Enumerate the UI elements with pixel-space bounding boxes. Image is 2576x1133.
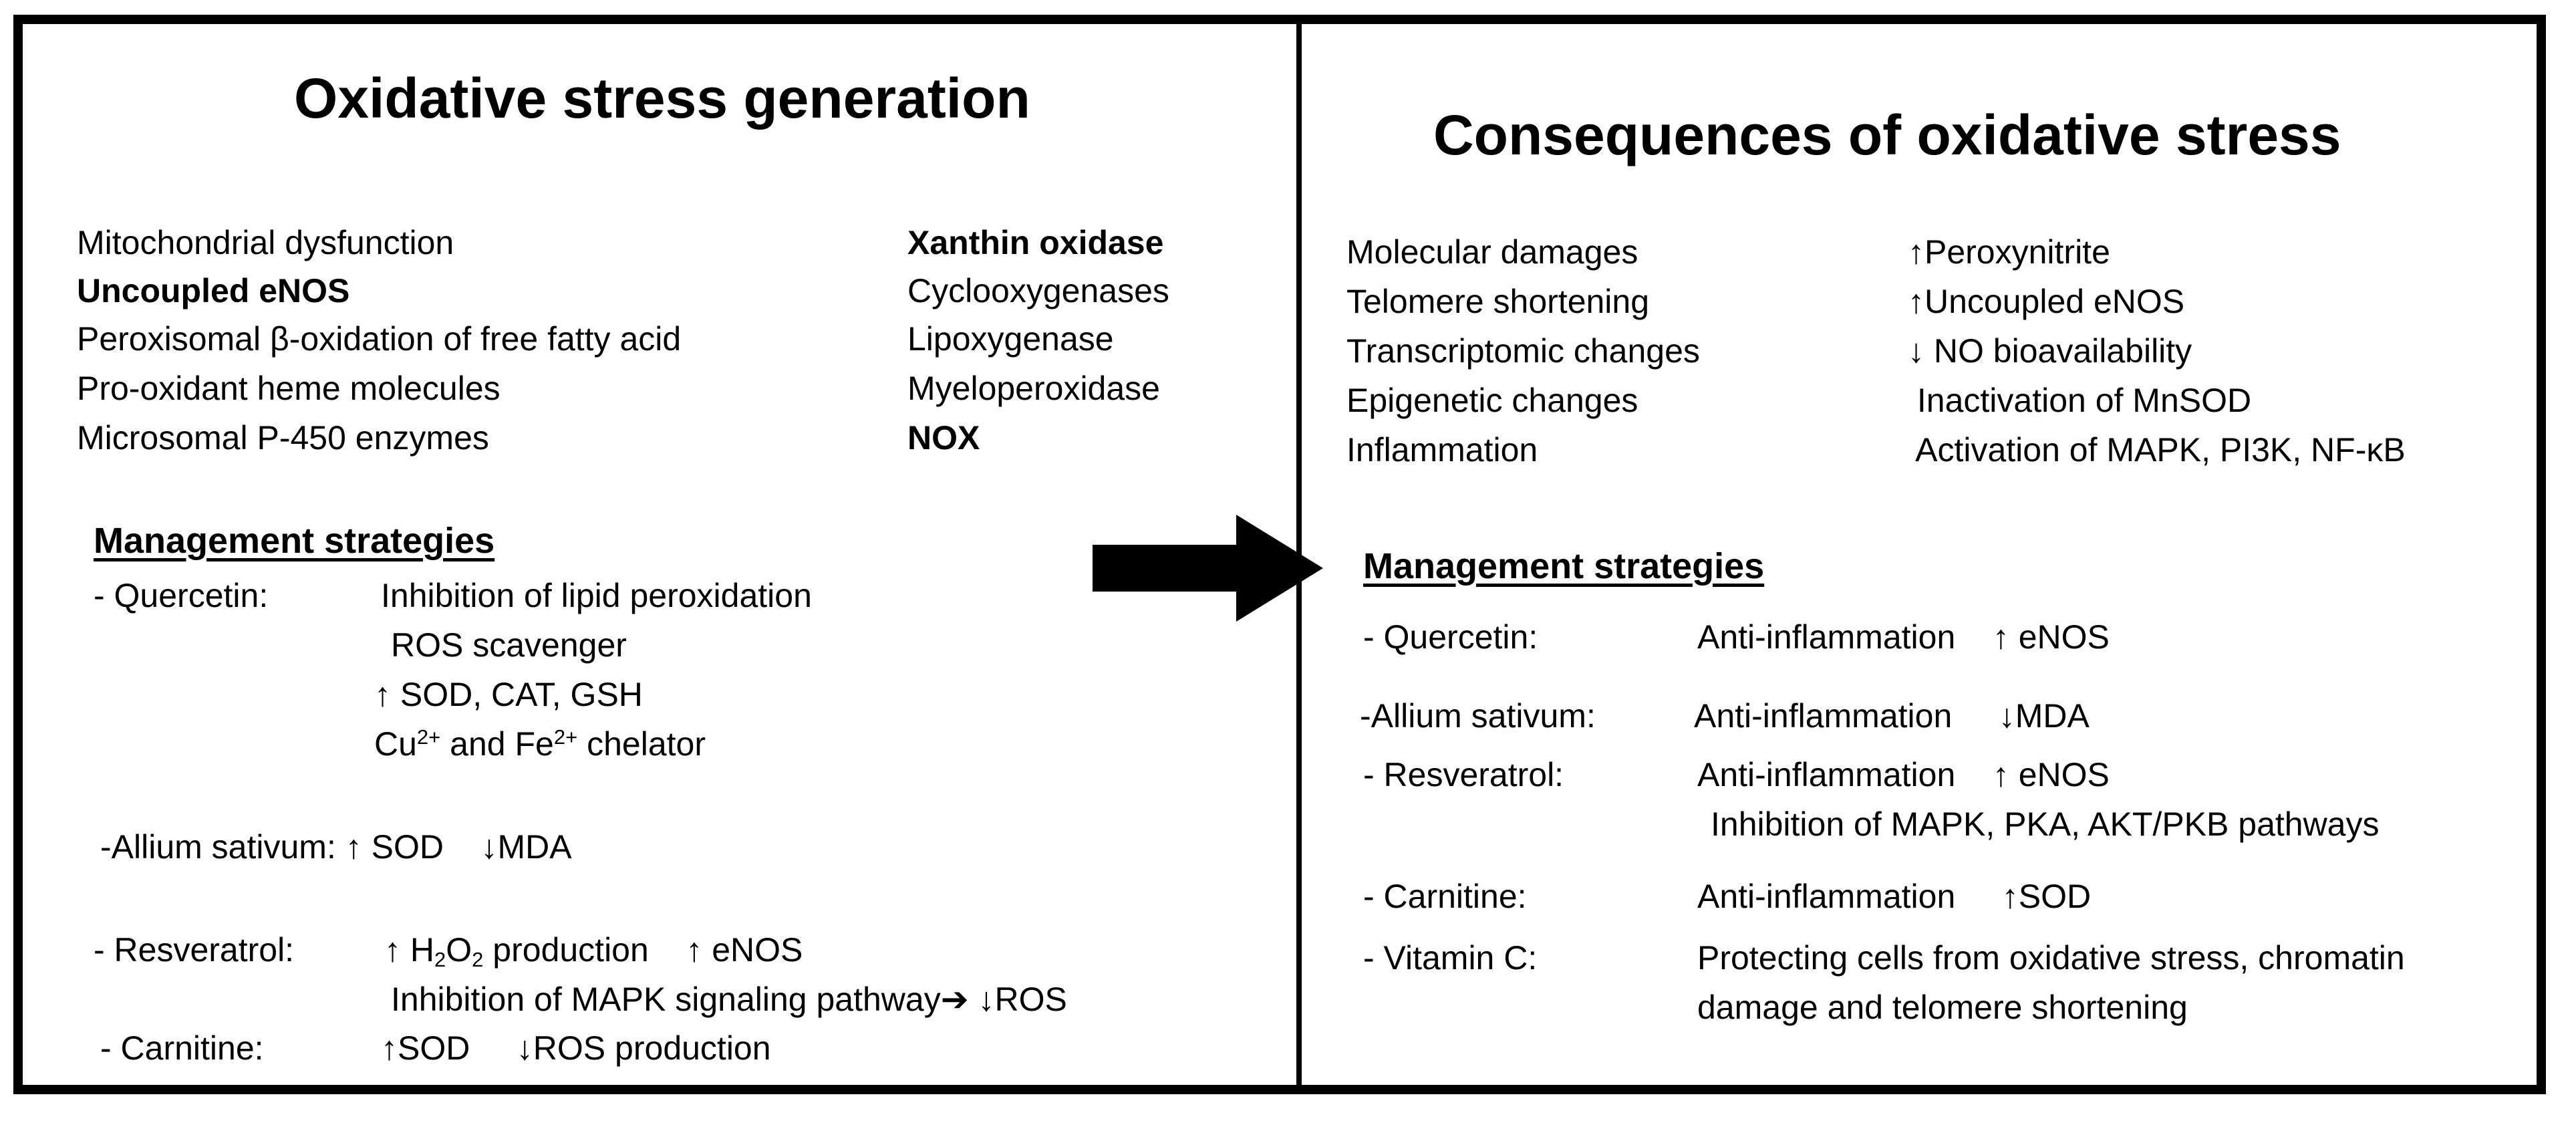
strategy-effect: Anti-inflammation ↓MDA — [1694, 697, 2090, 735]
consequence-item: ↑Uncoupled eNOS — [1908, 283, 2185, 320]
right-arrow-icon — [1093, 515, 1323, 622]
consequence-item: Molecular damages — [1346, 233, 1638, 271]
strategy-effect: ↑ H2O2 production ↑ eNOS — [384, 931, 803, 971]
source-item: Peroxisomal β-oxidation of free fatty ac… — [77, 320, 682, 358]
strategy-line: -Allium sativum: ↑ SOD ↓MDA — [100, 828, 572, 866]
strategy-name: - Quercetin: — [1363, 618, 1538, 656]
consequence-item: Activation of MAPK, PI3K, NF-κB — [1908, 431, 2406, 469]
strategy-effect: Inhibition of MAPK, PKA, AKT/PKB pathway… — [1711, 805, 2380, 843]
strategy-effect: Anti-inflammation ↑SOD — [1697, 878, 2092, 915]
strategy-name: - Vitamin C: — [1363, 939, 1538, 977]
consequence-item: Inactivation of MnSOD — [1908, 382, 2252, 419]
source-item: Uncoupled eNOS — [77, 272, 350, 309]
right-panel-title: Consequences of oxidative stress — [1433, 104, 2341, 166]
strategy-effect: Protecting cells from oxidative stress, … — [1697, 939, 2405, 977]
source-item: Myeloperoxidase — [907, 370, 1160, 407]
consequence-item: Telomere shortening — [1346, 283, 1650, 320]
source-item: NOX — [907, 419, 980, 457]
strategy-name: - Carnitine: — [1363, 878, 1527, 915]
left-panel-title: Oxidative stress generation — [294, 67, 1030, 130]
strategy-name: - Resveratrol: — [1363, 756, 1564, 793]
strategy-effect: Anti-inflammation ↑ eNOS — [1697, 756, 2110, 793]
source-item: Lipoxygenase — [907, 320, 1114, 358]
strategy-effect: ↑ SOD, CAT, GSH — [374, 676, 643, 713]
source-item: Microsomal P-450 enzymes — [77, 419, 489, 457]
consequence-item: ↓ NO bioavailability — [1908, 332, 2192, 370]
source-item: Mitochondrial dysfunction — [77, 224, 454, 261]
right-management-title: Management strategies — [1363, 546, 1765, 586]
strategy-name: -Allium sativum: — [1360, 697, 1596, 735]
strategy-name: - Carnitine: — [100, 1029, 264, 1067]
consequence-item: ↑Peroxynitrite — [1908, 233, 2110, 271]
strategy-effect: Inhibition of lipid peroxidation — [381, 577, 812, 614]
strategy-name: - Quercetin: — [94, 577, 269, 614]
strategy-effect: damage and telomere shortening — [1697, 989, 2188, 1026]
left-management-title: Management strategies — [94, 521, 495, 561]
source-item: Xanthin oxidase — [907, 224, 1164, 261]
strategy-effect: ↑SOD ↓ROS production — [381, 1029, 771, 1067]
strategy-name: - Resveratrol: — [94, 931, 295, 969]
consequence-item: Transcriptomic changes — [1346, 332, 1700, 370]
diagram-frame — [13, 15, 2546, 1094]
strategy-effect: Anti-inflammation ↑ eNOS — [1697, 618, 2110, 656]
consequence-item: Inflammation — [1346, 431, 1538, 469]
source-item: Pro-oxidant heme molecules — [77, 370, 500, 407]
strategy-effect: Cu2+ and Fe2+ chelator — [374, 725, 706, 763]
consequence-item: Epigenetic changes — [1346, 382, 1638, 419]
source-item: Cyclooxygenases — [907, 272, 1169, 309]
strategy-effect: Inhibition of MAPK signaling pathway➔ ↓R… — [391, 981, 1067, 1018]
strategy-effect: ROS scavenger — [391, 626, 627, 664]
